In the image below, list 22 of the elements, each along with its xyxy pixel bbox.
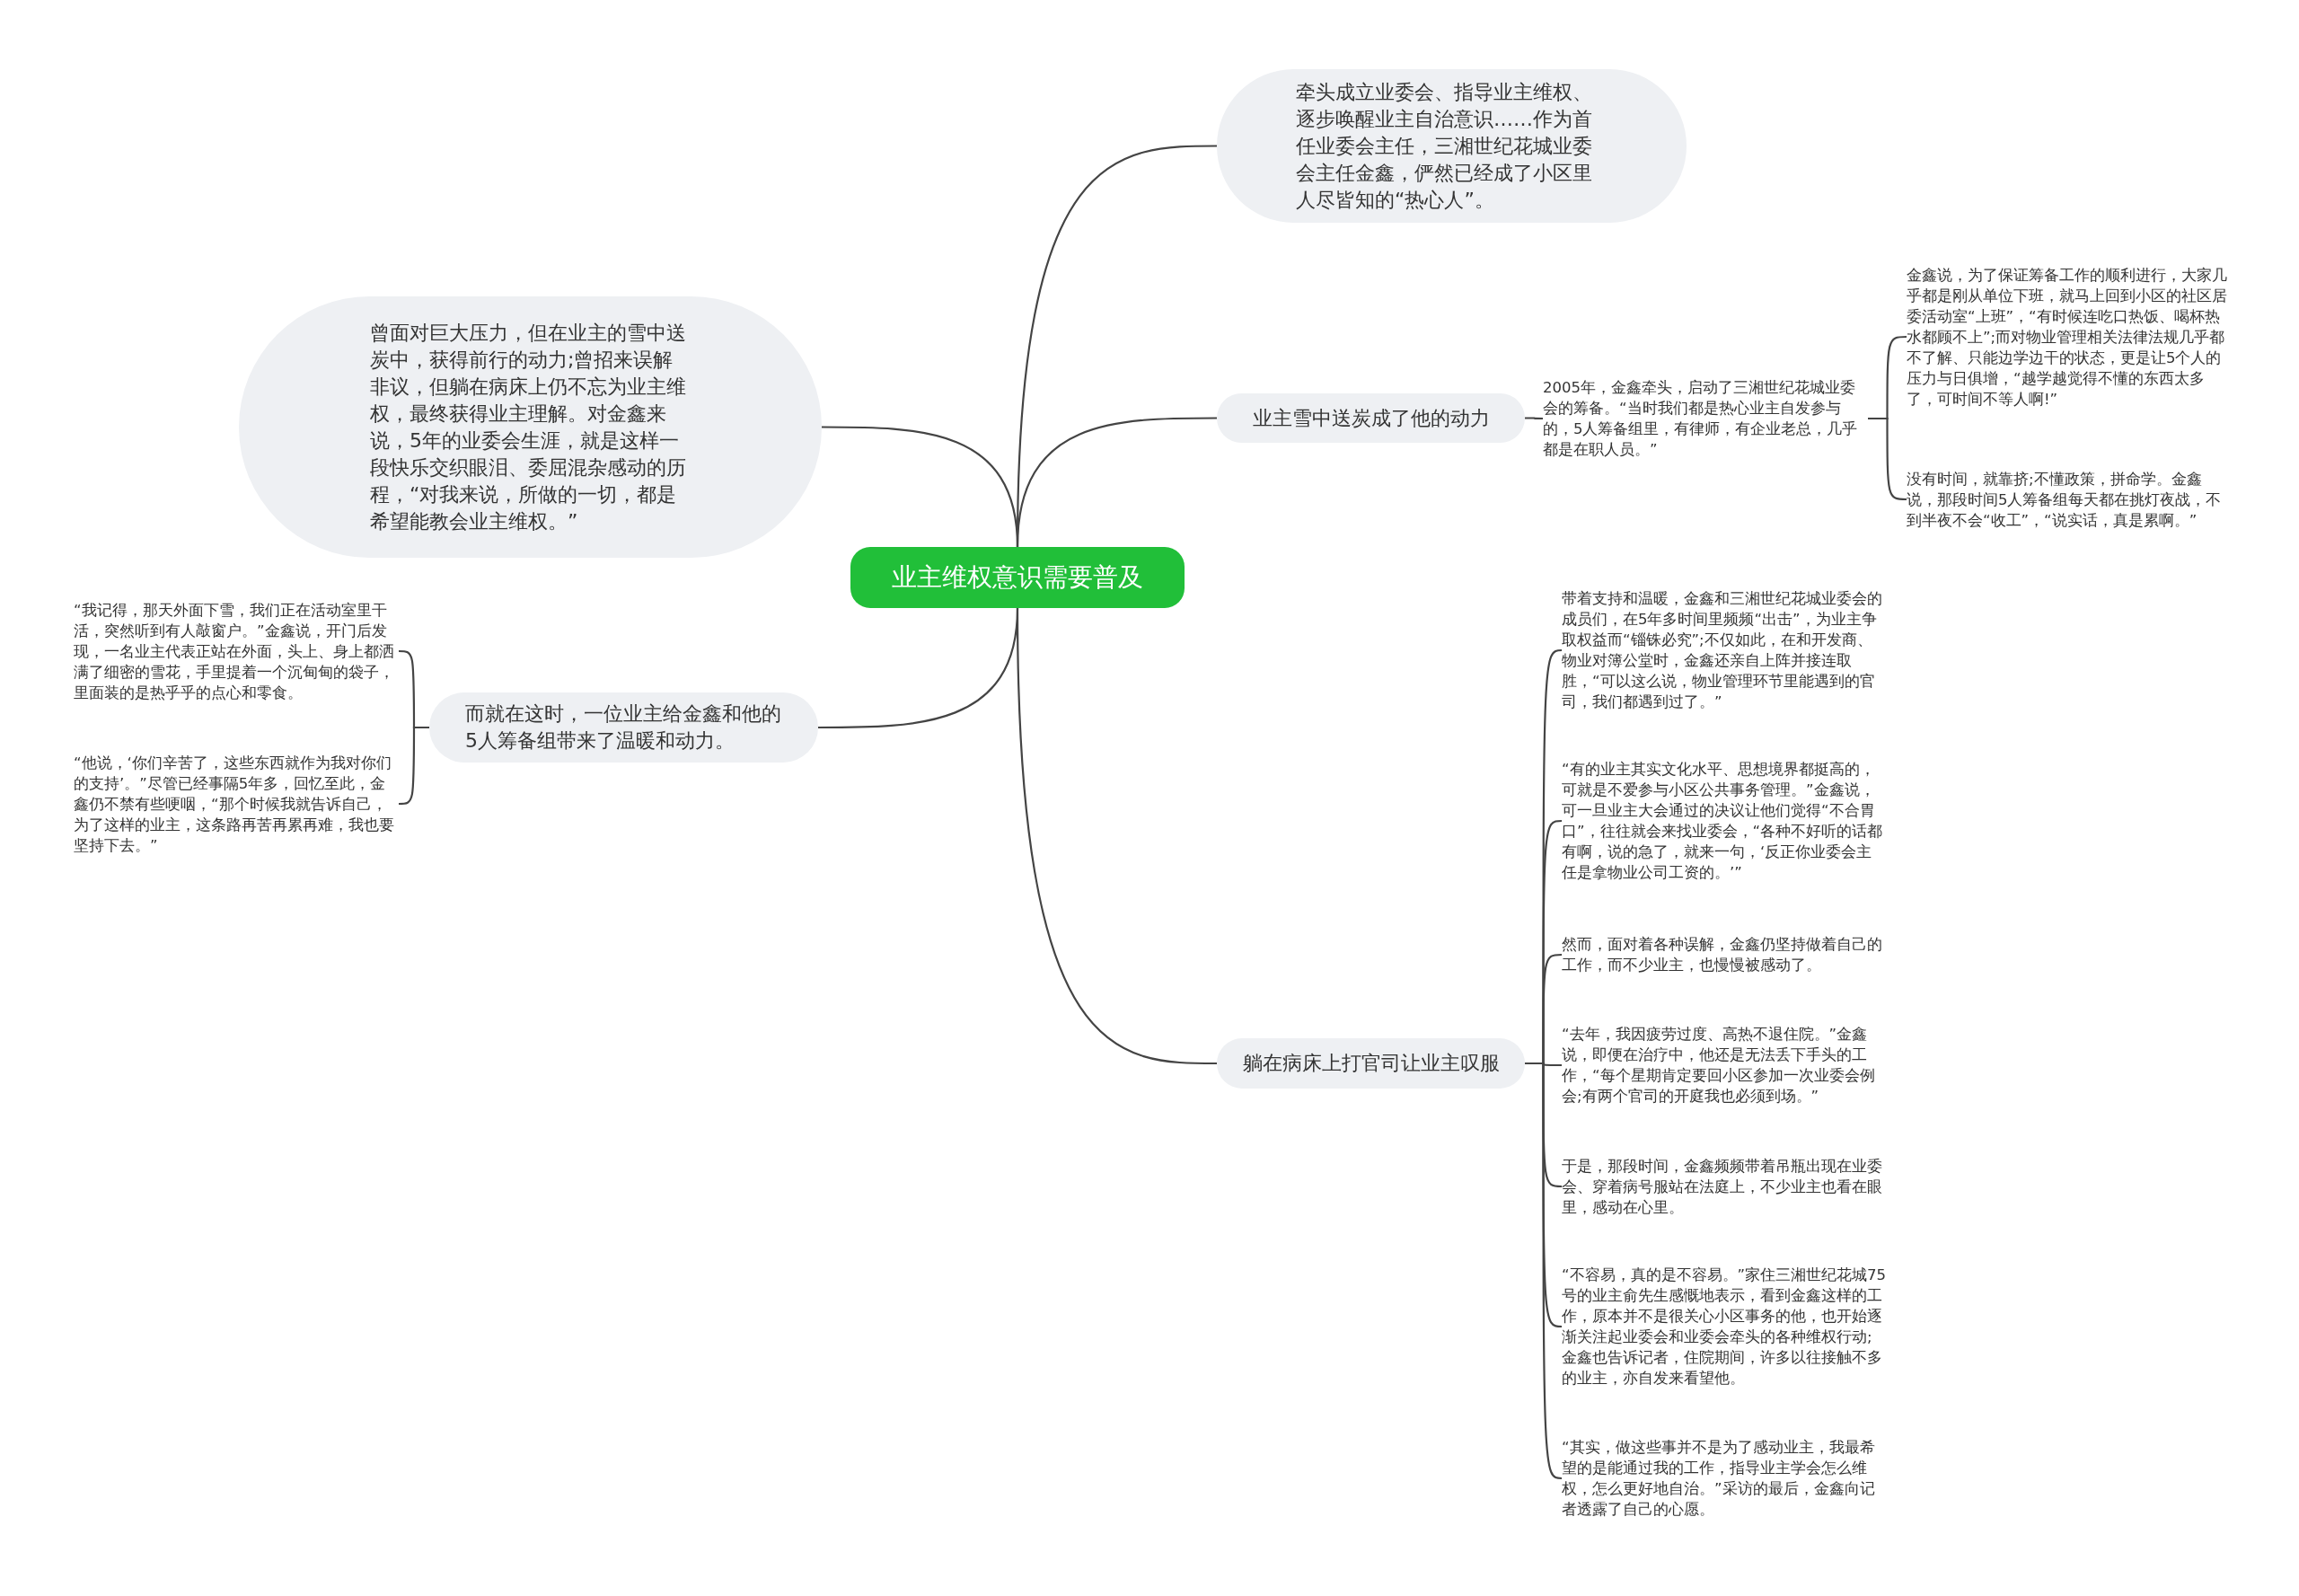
note-text: “去年，我因疲劳过度、高热不退住院。”金鑫说，即便在治疗中，他还是无法丢下手头的工作，“每个星期肯定要回小区参加一次业委会例会;有两个官司的开庭我也必须到场。” (1562, 1022, 1887, 1108)
central-topic: 业主维权意识需要普及 (850, 547, 1185, 608)
connector-line (1525, 417, 1543, 420)
note-text: 没有时间，就靠挤;不懂政策，拼命学。金鑫说，那段时间5人筹备组每天都在挑灯夜战，不到半夜不会“收工”，“说实话，真是累啊。” (1907, 457, 2232, 542)
note-text: “其实，做这些事并不是为了感动业主，我最希望的是能通过我的工作，指导业主学会怎么维权，怎么更好地自治。”采访的最后，金鑫向记者透露了自己的心愿。 (1562, 1435, 1887, 1521)
connector-line (1016, 607, 1217, 1065)
note-text: 2005年，金鑫牵头，启动了三湘世纪花城业委会的筹备。“当时我们都是热心业主自发参与的，5人筹备组里，有律师，有企业老总，几乎都是在职人员。” (1543, 375, 1868, 462)
topic-bubble: 牵头成立业委会、指导业主维权、逐步唤醒业主自治意识……作为首任业委会主任，三湘世纪花城业委会主任金鑫，俨然已经成了小区里人尽皆知的“热心人”。 (1217, 69, 1687, 223)
connector-line (822, 426, 1019, 548)
note-text: 带着支持和温暖，金鑫和三湘世纪花城业委会的成员们，在5年多时间里频频“出击”，为业主争取权益而“锱铢必究”;不仅如此，在和开发商、物业对簿公堂时，金鑫还亲自上阵并接连取胜，“可以这么说，物业管理环节里能遇到的官司，我们都遇到过了。” (1562, 587, 1887, 713)
note-text: “我记得，那天外面下雪，我们正在活动室里干活，突然听到有人敲窗户。”金鑫说，开门后发现，一名业主代表正站在外面，头上、身上都洒满了细密的雪花，手里提着一个沉甸甸的袋子，里面装的是热乎乎的点心和零食。 (74, 596, 399, 706)
topic-bubble: 曾面对巨大压力，但在业主的雪中送炭中，获得前行的动力;曾招来误解非议，但躺在病床上仍不忘为业主维权，最终获得业主理解。对金鑫来说，5年的业委会生涯，就是这样一段快乐交织眼泪、委屈混杂感动的历程，“对我来说，所做的一切，都是希望能教会业主维权。” (239, 296, 822, 558)
note-text: “不容易，真的是不容易。”家住三湘世纪花城75号的业主俞先生感慨地表示，看到金鑫这样的工作，原本并不是很关心小区事务的他，也开始逐渐关注起业委会和业委会牵头的各种维权行动;金鑫也告诉记者，住院期间，许多以往接触不多的业主，亦自发来看望他。 (1562, 1264, 1887, 1389)
note-text: 于是，那段时间，金鑫频频带着吊瓶出现在业委会、穿着病号服站在法庭上，不少业主也看在眼里，感动在心里。 (1562, 1154, 1887, 1219)
note-text: “有的业主其实文化水平、思想境界都挺高的，可就是不爱参与小区公共事务管理。”金鑫说，可一旦业主大会通过的决议让他们觉得“不合胃口”，往往就会来找业委会，“各种不好听的话都有啊，说的急了，就来一句，‘反正你业委会主任是拿物业公司工资的。’” (1562, 758, 1887, 884)
note-text: 金鑫说，为了保证筹备工作的顺利进行，大家几乎都是刚从单位下班，就马上回到小区的社区居委活动室“上班”，“有时候连吃口热饭、喝杯热水都顾不上”;而对物业管理相关法律法规几乎都不了解、只能边学边干的状态，更是让5个人的压力与日俱增，“越学越觉得不懂的东西太多了，可时间不等人啊!” (1907, 264, 2232, 410)
connector-line (1868, 417, 1907, 501)
note-text: “他说，‘你们辛苦了，这些东西就作为我对你们的支持’。”尽管已经事隔5年多，回忆至此，金鑫仍不禁有些哽咽，“那个时候我就告诉自己，为了这样的业主，这条路再苦再累再难，我也要坚持下去。” (74, 751, 399, 857)
topic-bubble: 业主雪中送炭成了他的动力 (1217, 393, 1525, 443)
topic-bubble: 而就在这时，一位业主给金鑫和他的5人筹备组带来了温暖和动力。 (429, 692, 818, 763)
topic-bubble: 躺在病床上打官司让业主叹服 (1217, 1038, 1525, 1089)
note-text: 然而，面对着各种误解，金鑫仍坚持做着自己的工作，而不少业主，也慢慢被感动了。 (1562, 932, 1887, 977)
